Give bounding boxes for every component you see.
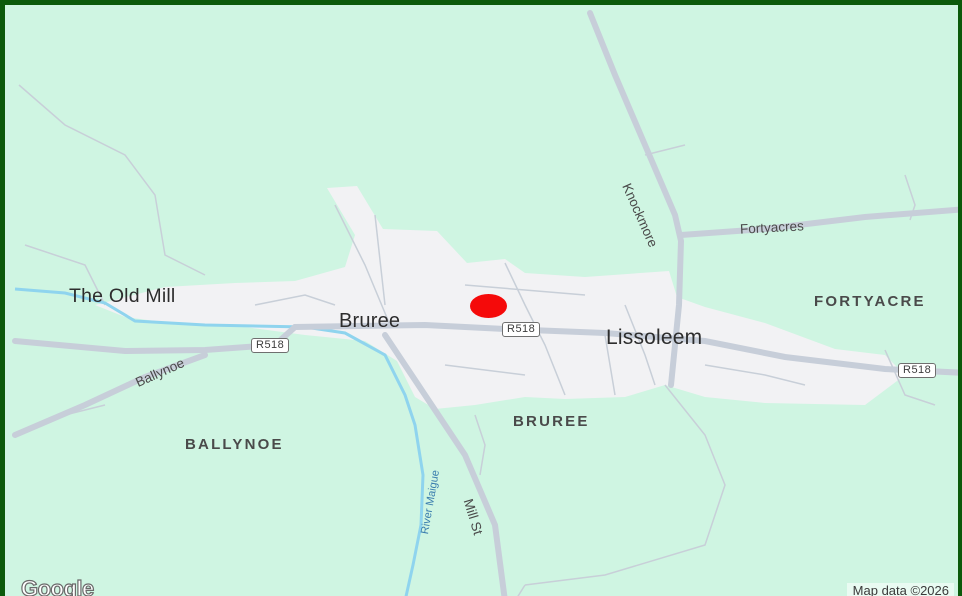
area-label-ballynoe: BALLYNOE [185,436,284,453]
road-knockmore [587,10,685,388]
route-shield-r518: R518 [502,322,541,337]
place-label-the-old-mill[interactable]: The Old Mill [69,285,176,307]
map-attribution[interactable]: Map data ©2026 [846,583,954,596]
road-mill-st [382,332,508,596]
road-fortyacres [678,206,958,238]
place-label-bruree[interactable]: Bruree [339,310,401,332]
river-maigue [14,287,425,596]
google-logo[interactable]: Google [20,575,94,596]
road-ballynoe [12,352,208,438]
area-label-bruree: BRUREE [513,413,590,430]
route-shield-r518: R518 [898,363,937,378]
area-label-fortyacres: FORTYACRE [814,293,926,310]
road-r518 [12,321,958,376]
place-label-lissoleem[interactable]: Lissoleem [606,326,703,349]
location-marker-icon[interactable] [470,294,507,318]
route-shield-r518: R518 [251,338,290,353]
